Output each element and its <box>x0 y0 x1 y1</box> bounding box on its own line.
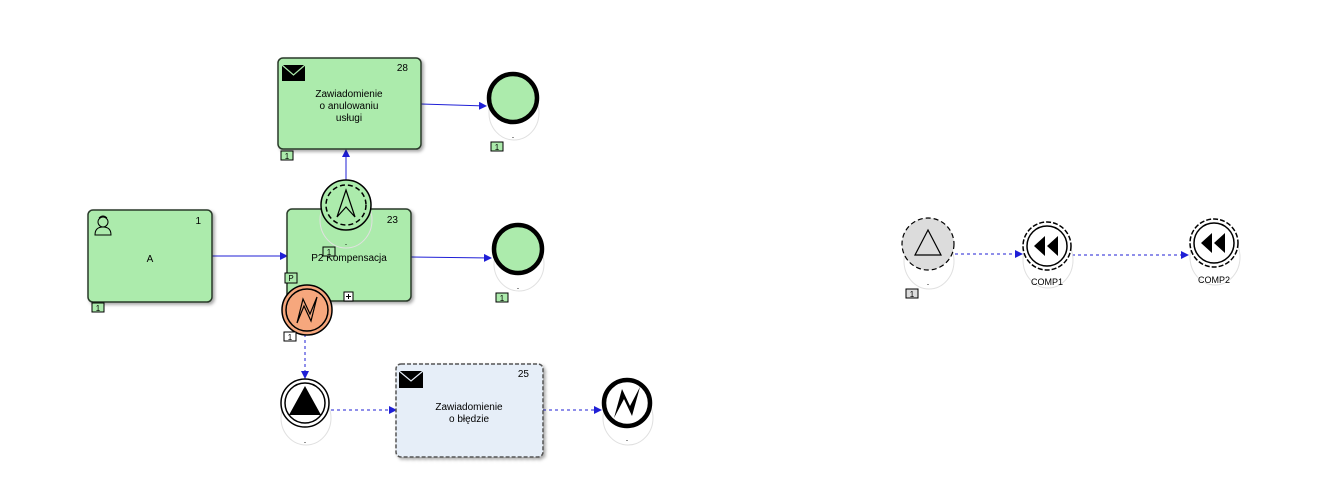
error-end-event[interactable]: . <box>601 377 654 446</box>
escalation-start-count-badge: 1 <box>905 288 919 299</box>
task-label: P2 Kompensacja <box>311 253 387 264</box>
error-lightning-icon <box>296 296 318 324</box>
escalation-throw-event[interactable]: . <box>280 378 332 446</box>
flow-compensation-to-end[interactable] <box>410 253 492 262</box>
compensation-event-comp2[interactable]: COMP2 <box>1189 218 1241 286</box>
escalation-filled-icon <box>289 386 321 415</box>
task-a[interactable]: 1 A <box>87 209 213 303</box>
svg-text:.: . <box>927 277 930 287</box>
escalation-outline-icon <box>914 228 942 256</box>
task-a-count-badge: 1 <box>91 302 105 313</box>
end-event-middle[interactable]: . <box>491 222 545 292</box>
escalation-start-event[interactable]: . <box>901 217 955 290</box>
end-event-top[interactable]: . <box>486 71 540 141</box>
svg-text:.: . <box>345 237 348 247</box>
error-boundary-event[interactable] <box>281 284 333 336</box>
escalation-boundary-count-badge: 1 <box>322 246 336 257</box>
svg-text:1: 1 <box>96 304 101 313</box>
user-icon <box>94 215 112 236</box>
subprocess-badge: P <box>284 272 298 284</box>
task-number: 23 <box>387 215 399 226</box>
task-number: 28 <box>397 63 409 74</box>
event-label: COMP2 <box>1198 275 1230 285</box>
compensation-event-comp1[interactable]: COMP1 <box>1022 221 1074 289</box>
task-cancel-notice[interactable]: 28 Zawiadomienie o anulowaniu usługi <box>277 57 422 150</box>
task-label-line-1: Zawiadomienie <box>315 89 383 100</box>
escalation-arrow-icon <box>336 188 356 218</box>
end-event-top-count-badge: 1 <box>490 141 504 152</box>
task-label-line-3: usługi <box>336 113 362 124</box>
svg-text:1: 1 <box>910 290 915 299</box>
svg-text:1: 1 <box>327 248 332 257</box>
svg-text:P: P <box>288 274 293 283</box>
svg-text:.: . <box>304 435 307 445</box>
task-label: A <box>147 254 154 265</box>
svg-text:1: 1 <box>500 294 505 303</box>
envelope-icon <box>398 370 424 388</box>
svg-text:.: . <box>512 130 515 140</box>
task-number: 25 <box>518 369 530 380</box>
end-event-middle-count-badge: 1 <box>495 292 509 303</box>
task-cancel-notice-count-badge: 1 <box>280 150 294 161</box>
task-number: 1 <box>195 216 201 227</box>
rewind-icon <box>1034 236 1058 256</box>
flow-cancel-to-end[interactable] <box>420 101 487 110</box>
task-label-line-1: Zawiadomienie <box>435 402 503 413</box>
error-lightning-filled-icon <box>614 387 640 418</box>
escalation-boundary-event[interactable]: . <box>319 179 373 249</box>
event-label: COMP1 <box>1031 277 1063 287</box>
task-error-notice[interactable]: 25 Zawiadomienie o błędzie <box>395 363 544 458</box>
error-boundary-count-badge: 1 <box>283 331 297 342</box>
task-label-line-2: o błędzie <box>449 414 489 425</box>
rewind-icon <box>1201 233 1225 253</box>
svg-text:1: 1 <box>495 143 500 152</box>
task-label-line-2: o anulowaniu <box>320 101 379 112</box>
svg-text:.: . <box>626 433 629 443</box>
expand-subprocess-icon[interactable] <box>343 291 354 302</box>
svg-text:1: 1 <box>288 333 293 342</box>
svg-text:.: . <box>517 281 520 291</box>
svg-text:1: 1 <box>285 152 290 161</box>
envelope-icon <box>281 64 306 81</box>
